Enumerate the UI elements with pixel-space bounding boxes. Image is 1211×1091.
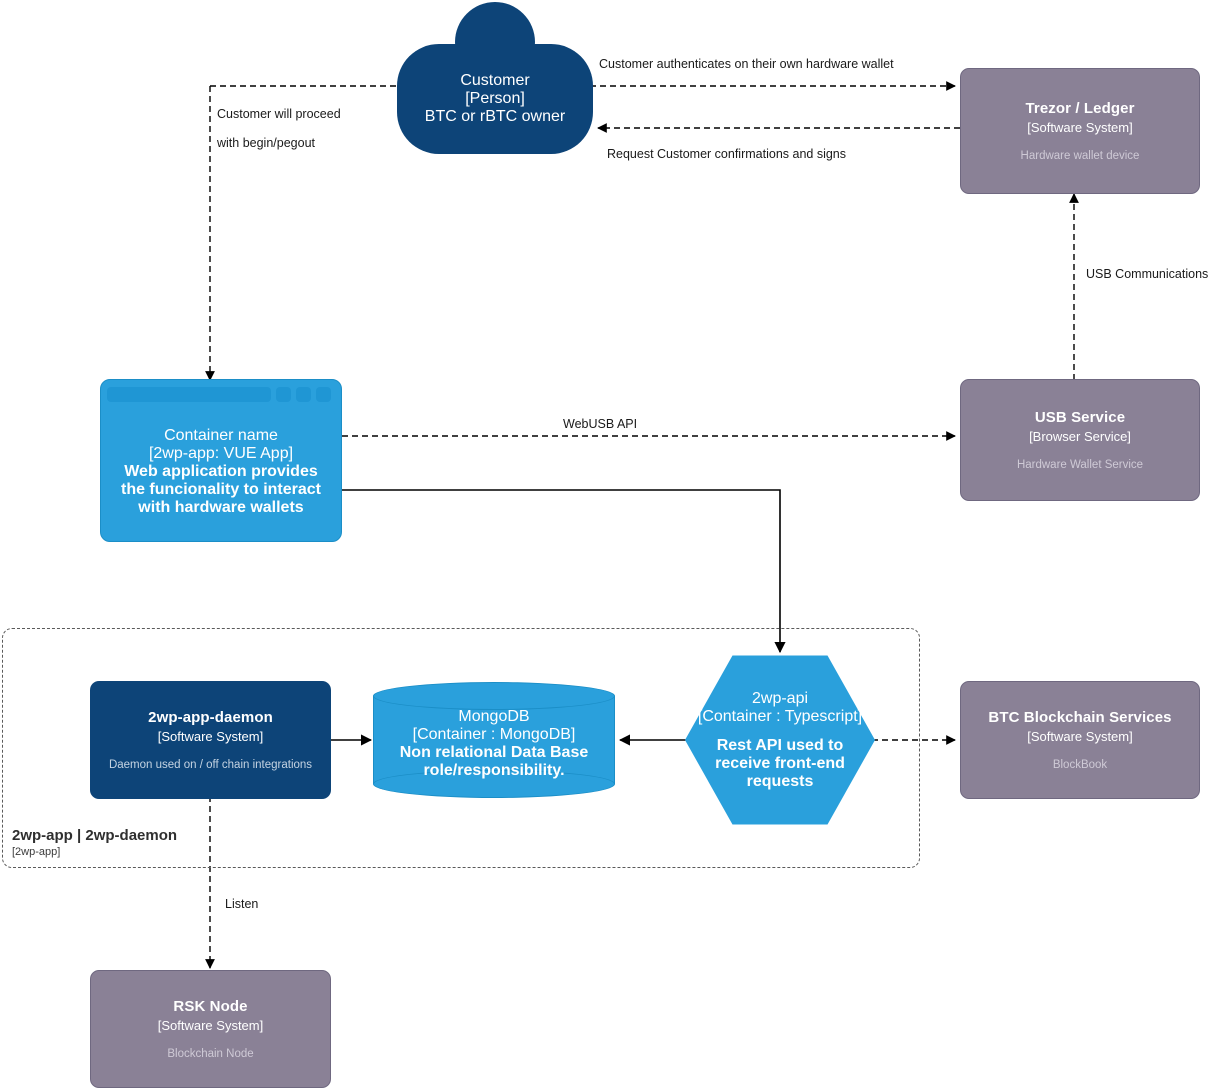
node-title: BTC Blockchain Services — [988, 709, 1172, 726]
edge-label-customer-proceed-line2: with begin/pegout — [217, 136, 315, 150]
node-rsk-node[interactable]: RSK Node [Software System] Blockchain No… — [90, 970, 331, 1088]
node-customer[interactable]: Customer [Person] BTC or rBTC owner — [397, 2, 593, 182]
node-tech: [Container : MongoDB] — [412, 726, 576, 743]
node-usb-service[interactable]: USB Service [Browser Service] Hardware W… — [960, 379, 1200, 501]
boundary-tech: [2wp-app] — [12, 846, 61, 858]
cylinder-text: MongoDB [Container : MongoDB] Non relati… — [373, 700, 615, 788]
node-title: 2wp-api — [751, 689, 809, 707]
node-title: MongoDB — [458, 708, 530, 725]
node-mongodb[interactable]: MongoDB [Container : MongoDB] Non relati… — [373, 682, 615, 798]
node-trezor-ledger[interactable]: Trezor / Ledger [Software System] Hardwa… — [960, 68, 1200, 194]
browser-chrome — [107, 386, 335, 403]
node-container-name[interactable]: Container name [2wp-app: VUE App] Web ap… — [100, 379, 342, 542]
edge-label-webusb-api: WebUSB API — [563, 417, 638, 431]
node-btc-blockchain-services[interactable]: BTC Blockchain Services [Software System… — [960, 681, 1200, 799]
node-title: RSK Node — [173, 998, 248, 1015]
node-desc: Web application provides the funcionalit… — [120, 463, 321, 516]
edge-label-usb-communications: USB Communications — [1086, 267, 1209, 281]
hexagon-text: 2wp-api [Container : Typescript] Rest AP… — [685, 652, 875, 828]
node-desc: Hardware wallet device — [1020, 150, 1140, 162]
browser-screen: Container name [2wp-app: VUE App] Web ap… — [107, 409, 335, 535]
node-desc: Hardware Wallet Service — [1016, 459, 1144, 471]
edge-label-listen: Listen — [225, 897, 259, 911]
node-tech: [Software System] — [1027, 729, 1133, 744]
node-tech: [Browser Service] — [1029, 429, 1131, 444]
node-desc: Rest API used to receive front-end reque… — [715, 736, 845, 790]
boundary-label: 2wp-app | 2wp-daemon [2wp-app] — [12, 826, 312, 859]
node-title: Container name — [164, 427, 278, 444]
hexagon-shape — [685, 655, 875, 825]
node-title: Trezor / Ledger — [1025, 100, 1135, 117]
node-2wp-api[interactable]: 2wp-api [Container : Typescript] Rest AP… — [685, 652, 875, 828]
node-tech: [Software System] — [157, 1018, 264, 1033]
node-tech: [Container : Typescript] — [697, 707, 863, 725]
node-tech: [Software System] — [1027, 120, 1133, 135]
boundary-2wp-app — [2, 628, 920, 868]
browser-control-dot-2 — [296, 387, 311, 402]
node-tech: [Software System] — [157, 729, 264, 744]
browser-control-dot-3 — [316, 387, 331, 402]
edge-label-customer-proceed-line1: Customer will proceed — [217, 107, 341, 121]
person-body: Customer [Person] BTC or rBTC owner — [397, 44, 593, 154]
node-desc: BTC or rBTC owner — [424, 108, 566, 125]
node-tech: [2wp-app: VUE App] — [148, 445, 294, 462]
node-title: Customer — [460, 72, 530, 89]
node-desc: BlockBook — [1052, 759, 1108, 771]
node-2wp-app-daemon[interactable]: 2wp-app-daemon [Software System] Daemon … — [90, 681, 331, 799]
cylinder-top — [373, 682, 615, 710]
boundary-title: 2wp-app | 2wp-daemon — [12, 827, 178, 844]
node-desc: Non relational Data Base role/responsibi… — [399, 744, 589, 779]
node-tech: [Person] — [465, 90, 525, 107]
edge-label-request-confirmations: Request Customer confirmations and signs — [607, 147, 847, 161]
node-desc: Daemon used on / off chain integrations — [108, 759, 313, 771]
node-title: 2wp-app-daemon — [148, 709, 273, 726]
edge-label-customer-authenticates: Customer authenticates on their own hard… — [599, 57, 894, 71]
browser-control-dot-1 — [276, 387, 291, 402]
browser-urlbar — [107, 387, 271, 402]
node-desc: Blockchain Node — [167, 1048, 254, 1060]
cylinder-bottom — [373, 770, 615, 798]
node-title: USB Service — [1034, 409, 1126, 426]
